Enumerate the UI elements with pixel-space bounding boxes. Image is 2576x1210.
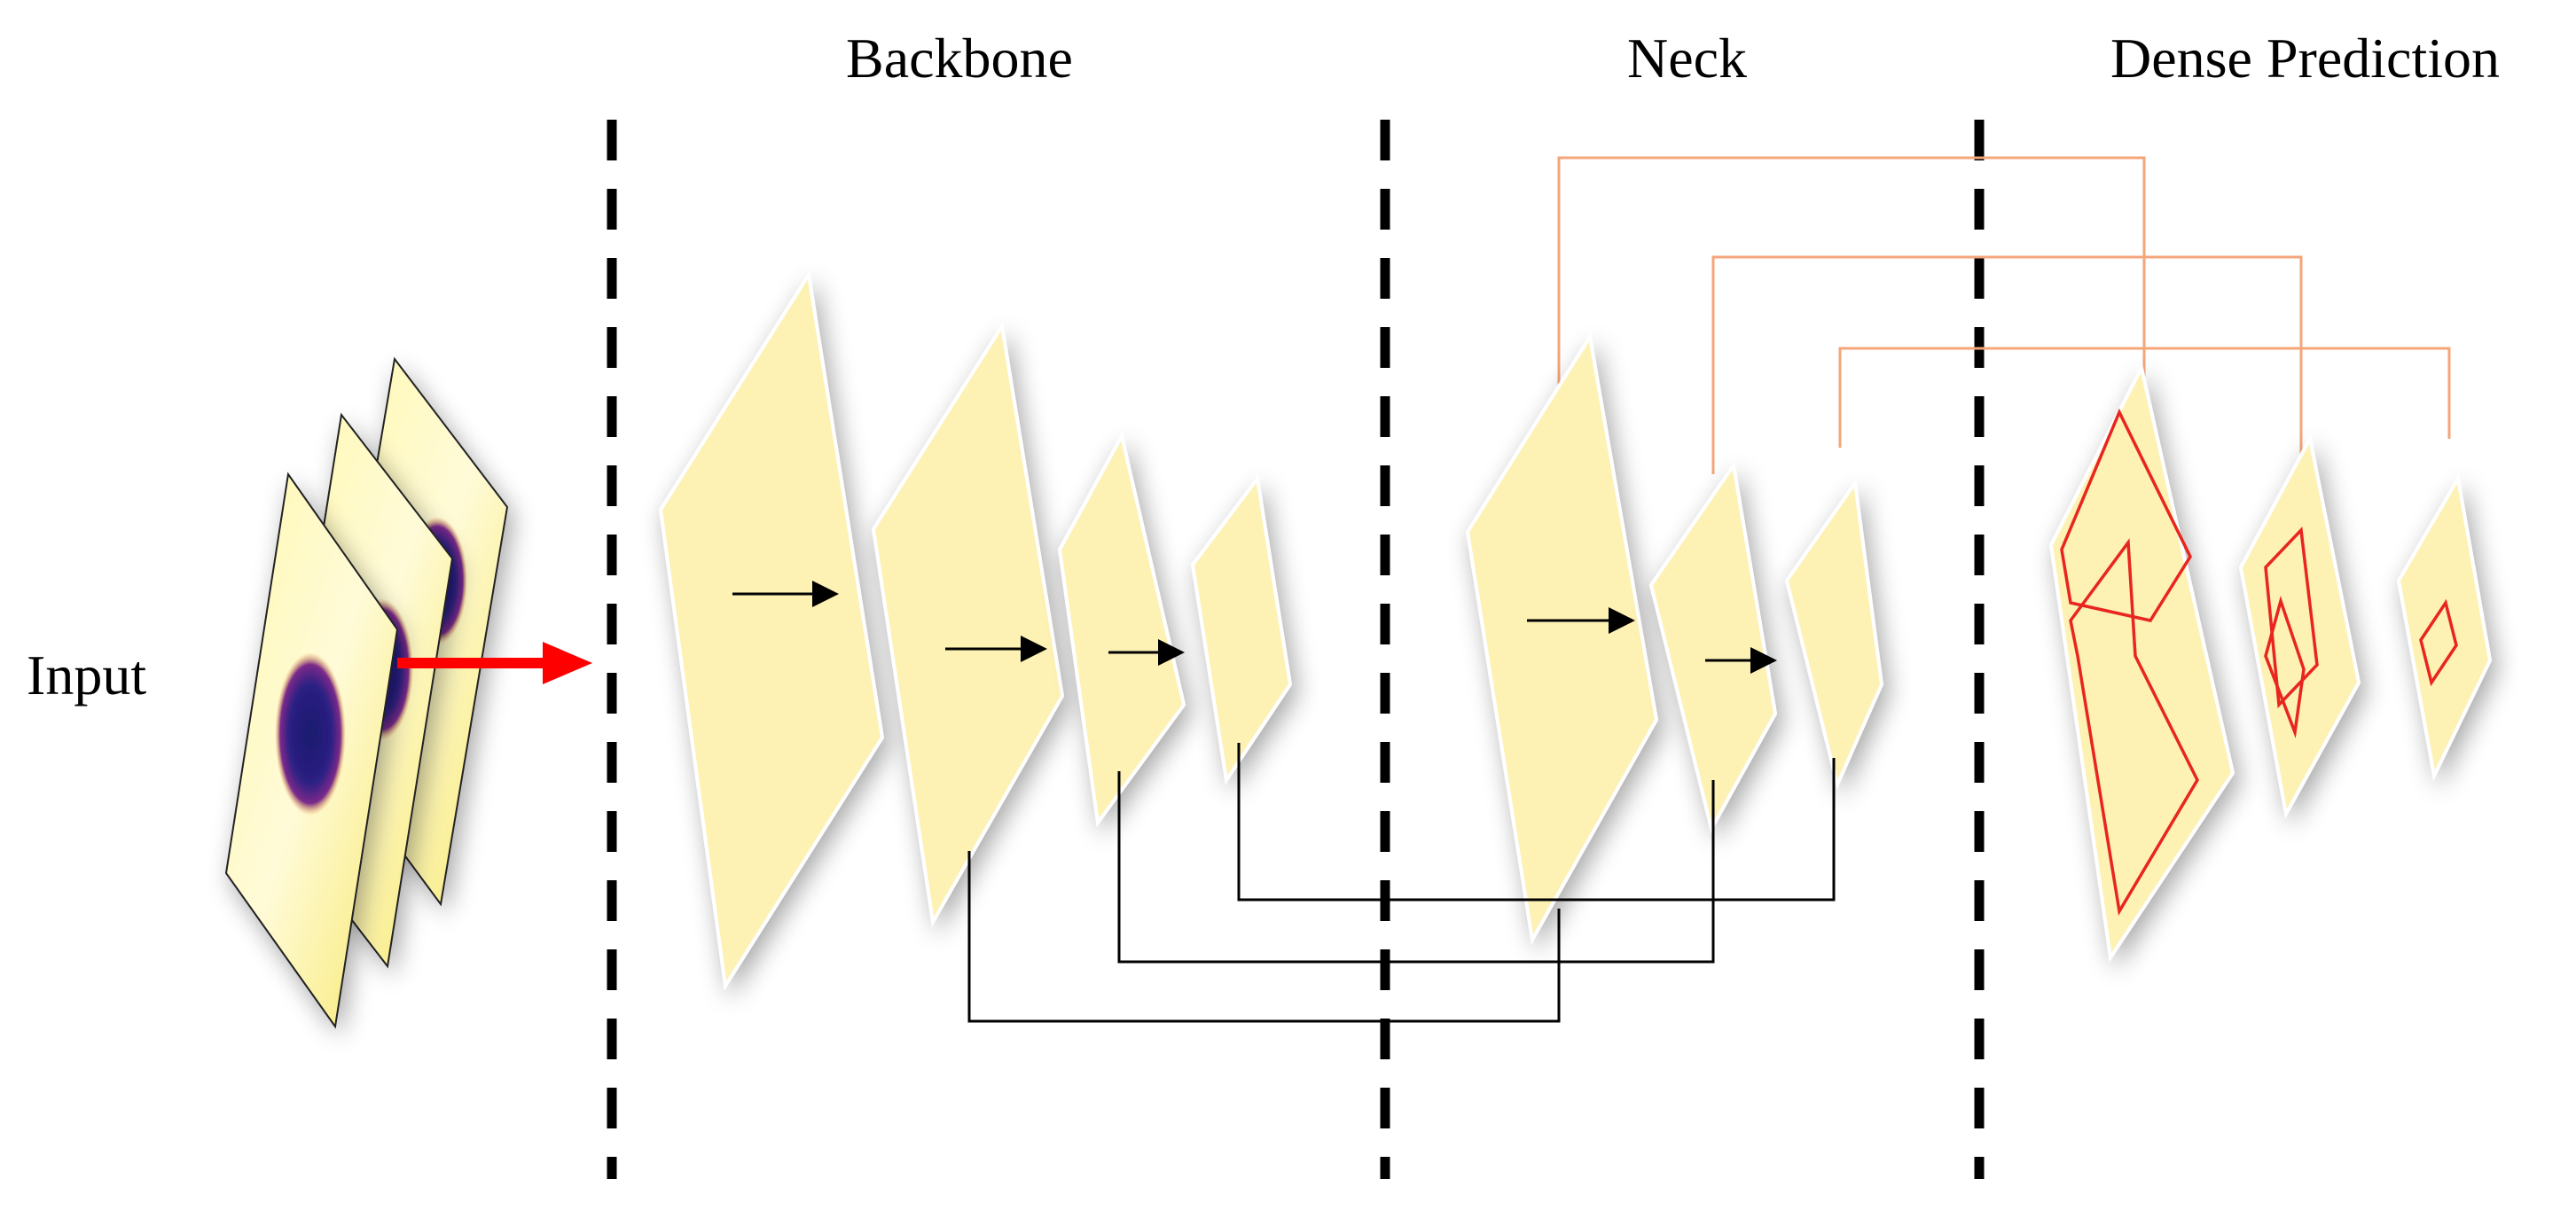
- neck-heading: Neck: [1627, 27, 1748, 90]
- lateral-line-3: [1237, 743, 1836, 902]
- input-image-stack: [224, 356, 509, 1029]
- neck-layer-1: [1465, 332, 1659, 945]
- prediction-map-large: [2048, 363, 2235, 963]
- backbone-layer-4: [1190, 474, 1293, 785]
- prediction-map-medium: [2238, 433, 2361, 819]
- backbone-layer-3: [1057, 431, 1186, 828]
- backbone-layer-2: [871, 321, 1065, 927]
- input-label: Input: [27, 644, 147, 706]
- detection-box-large-2: [2069, 538, 2199, 917]
- dense-prediction-heading: Dense Prediction: [2110, 27, 2500, 90]
- detection-box-medium-1: [2264, 527, 2319, 708]
- backbone-layer-1: [658, 269, 885, 991]
- backbone-heading: Backbone: [846, 27, 1073, 90]
- prediction-maps: [2048, 363, 2493, 963]
- lateral-line-1: [967, 851, 1561, 1023]
- stage-dividers: [607, 120, 1985, 1179]
- forward-arrows: [732, 581, 1777, 674]
- lateral-line-2: [1117, 771, 1715, 964]
- top-down-connections: [1557, 156, 2451, 474]
- detection-box-small: [2419, 598, 2458, 687]
- backbone-feature-maps: [658, 269, 1293, 991]
- top-down-line-1: [1557, 156, 2146, 417]
- detection-box-medium-2: [2264, 596, 2306, 738]
- prediction-map-small: [2396, 473, 2493, 782]
- detection-box-large-1: [2060, 408, 2192, 622]
- input-arrow: [397, 642, 592, 684]
- top-down-line-3: [1838, 347, 2451, 448]
- neck-feature-maps: [1465, 332, 1884, 945]
- neck-layer-2: [1648, 460, 1778, 834]
- neck-layer-3: [1784, 478, 1884, 791]
- lateral-connections: [967, 743, 1836, 1023]
- input-slice-front: [224, 472, 399, 1029]
- top-down-line-2: [1711, 255, 2303, 474]
